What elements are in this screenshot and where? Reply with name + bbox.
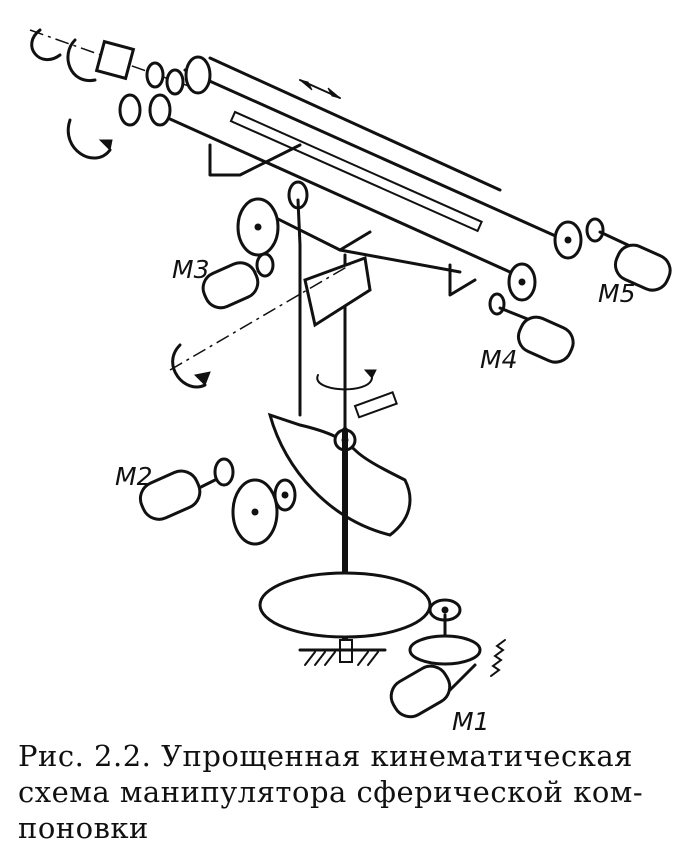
horizontal-arm xyxy=(148,56,562,297)
caption-line-3: поновки xyxy=(18,811,149,845)
base-turntable xyxy=(258,427,432,666)
motor-m1: M1 xyxy=(389,598,506,736)
motor-m2: M2 xyxy=(115,457,297,546)
figure-caption: Рис. 2.2. Упрощенная кинематическая схем… xyxy=(18,738,678,846)
label-m1: M1 xyxy=(452,707,489,736)
kinematic-diagram: M5 M4 M3 xyxy=(29,28,672,736)
motor-m3: M3 xyxy=(172,180,309,310)
motor-m5: M5 xyxy=(553,217,672,308)
caption-line-2: схема манипулятора сферической ком- xyxy=(18,775,644,809)
motor-m4: M4 xyxy=(480,262,575,374)
label-m3: M3 xyxy=(172,255,209,284)
wrist-assembly xyxy=(29,28,212,160)
vertical-column xyxy=(169,243,398,432)
label-m2: M2 xyxy=(115,462,152,491)
label-m5: M5 xyxy=(598,279,635,308)
caption-line-1: Рис. 2.2. Упрощенная кинематическая xyxy=(18,739,633,773)
sector-gear xyxy=(267,412,412,537)
label-m4: M4 xyxy=(480,345,517,374)
